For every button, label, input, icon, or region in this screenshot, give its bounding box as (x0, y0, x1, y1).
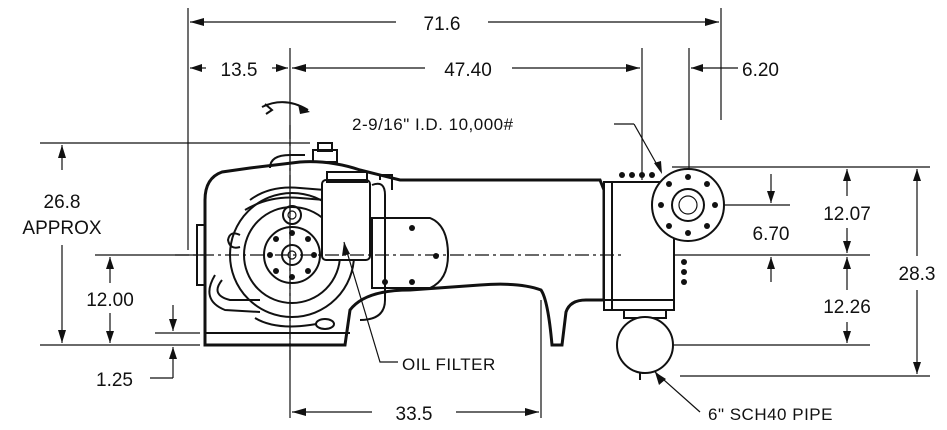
dim-outlet-offset: 6.70 (753, 224, 790, 245)
dim-flange-offset: 6.20 (742, 60, 779, 81)
dim-upper-outlet: 12.07 (823, 204, 871, 225)
discharge-callout: 2-9/16" I.D. 10,000# (352, 115, 514, 134)
dim-lower-outlet: 12.26 (823, 297, 871, 318)
suction-pipe-callout: 6" SCH40 PIPE (708, 405, 833, 424)
dim-center-span: 47.40 (444, 60, 492, 81)
dim-lower-span: 33.5 (396, 404, 433, 425)
callout-leaders (342, 123, 701, 413)
dim-overall-length: 71.6 (424, 14, 461, 35)
pump-frame (196, 160, 606, 347)
dimension-lines (58, 18, 921, 416)
dim-height-approx: 26.8 (44, 192, 81, 213)
suction-pipe (616, 309, 674, 380)
dim-height-approx-note: APPROX (22, 218, 102, 239)
discharge-flange (651, 168, 725, 242)
dim-base-thickness: 1.25 (96, 370, 133, 391)
dim-total-height: 28.3 (899, 264, 936, 285)
oil-filter-callout: OIL FILTER (402, 355, 496, 374)
extension-lines (40, 8, 930, 418)
oil-lines (254, 317, 335, 330)
dim-left-offset: 13.5 (221, 60, 258, 81)
dimension-texts: 71.6 13.5 47.40 6.20 26.8 APPROX 12.00 1… (22, 14, 935, 425)
gear-reducer-cover (371, 217, 450, 289)
centerlines (175, 125, 625, 360)
rotation-arrow-icon (261, 101, 310, 115)
callout-texts: 2-9/16" I.D. 10,000# OIL FILTER 6" SCH40… (352, 115, 833, 424)
dim-shaft-height: 12.00 (86, 290, 134, 311)
oil-filter-body (321, 171, 393, 321)
